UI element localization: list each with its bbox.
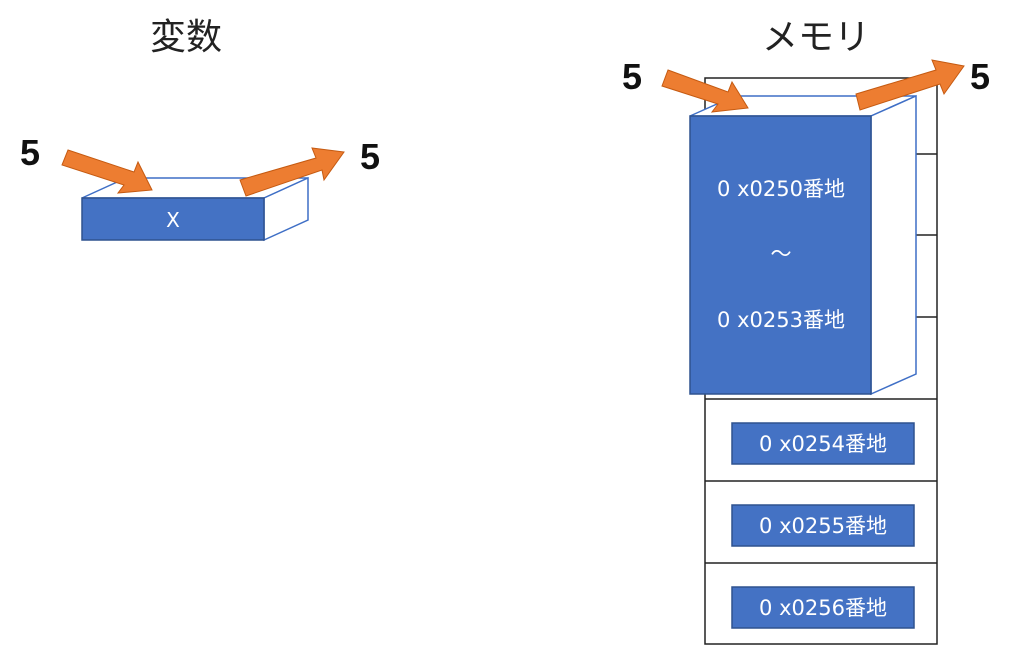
- memory-input-value: 5: [622, 56, 643, 97]
- memory-output-arrow: [855, 59, 965, 111]
- variable-output-value: 5: [360, 136, 381, 177]
- variable-box-label: X: [166, 208, 180, 232]
- memory-output-value: 5: [970, 56, 991, 97]
- memory-cell-label: 0 x0254番地: [759, 432, 887, 456]
- memory-title: メモリ: [762, 17, 871, 58]
- memory-block-end-label: 0 x0253番地: [717, 308, 845, 332]
- variable-box: X: [81, 176, 309, 242]
- variable-title: 変数: [150, 17, 223, 58]
- variable-input-value: 5: [20, 132, 41, 173]
- variable-output-arrow: [239, 147, 345, 197]
- memory-input-arrow: [661, 69, 749, 113]
- memory-block-side: [870, 94, 917, 396]
- memory-cell: 0 x0254番地: [731, 422, 915, 465]
- memory-block-group: 0 x0250番地 ～ 0 x0253番地: [689, 94, 917, 396]
- memory-cell-box: [731, 586, 915, 629]
- memory-block-tilde: ～: [771, 242, 792, 266]
- variable-box-front: [81, 197, 265, 241]
- memory-cell: 0 x0255番地: [731, 504, 915, 547]
- memory-cell-box: [731, 504, 915, 547]
- memory-block-start-label: 0 x0250番地: [717, 177, 845, 201]
- memory-cell: 0 x0256番地: [731, 586, 915, 629]
- variable-input-arrow: [61, 149, 153, 194]
- memory-cell-label: 0 x0256番地: [759, 596, 887, 620]
- memory-block-front: [689, 115, 872, 395]
- memory-cell-box: [731, 422, 915, 465]
- memory-cell-label: 0 x0255番地: [759, 514, 887, 538]
